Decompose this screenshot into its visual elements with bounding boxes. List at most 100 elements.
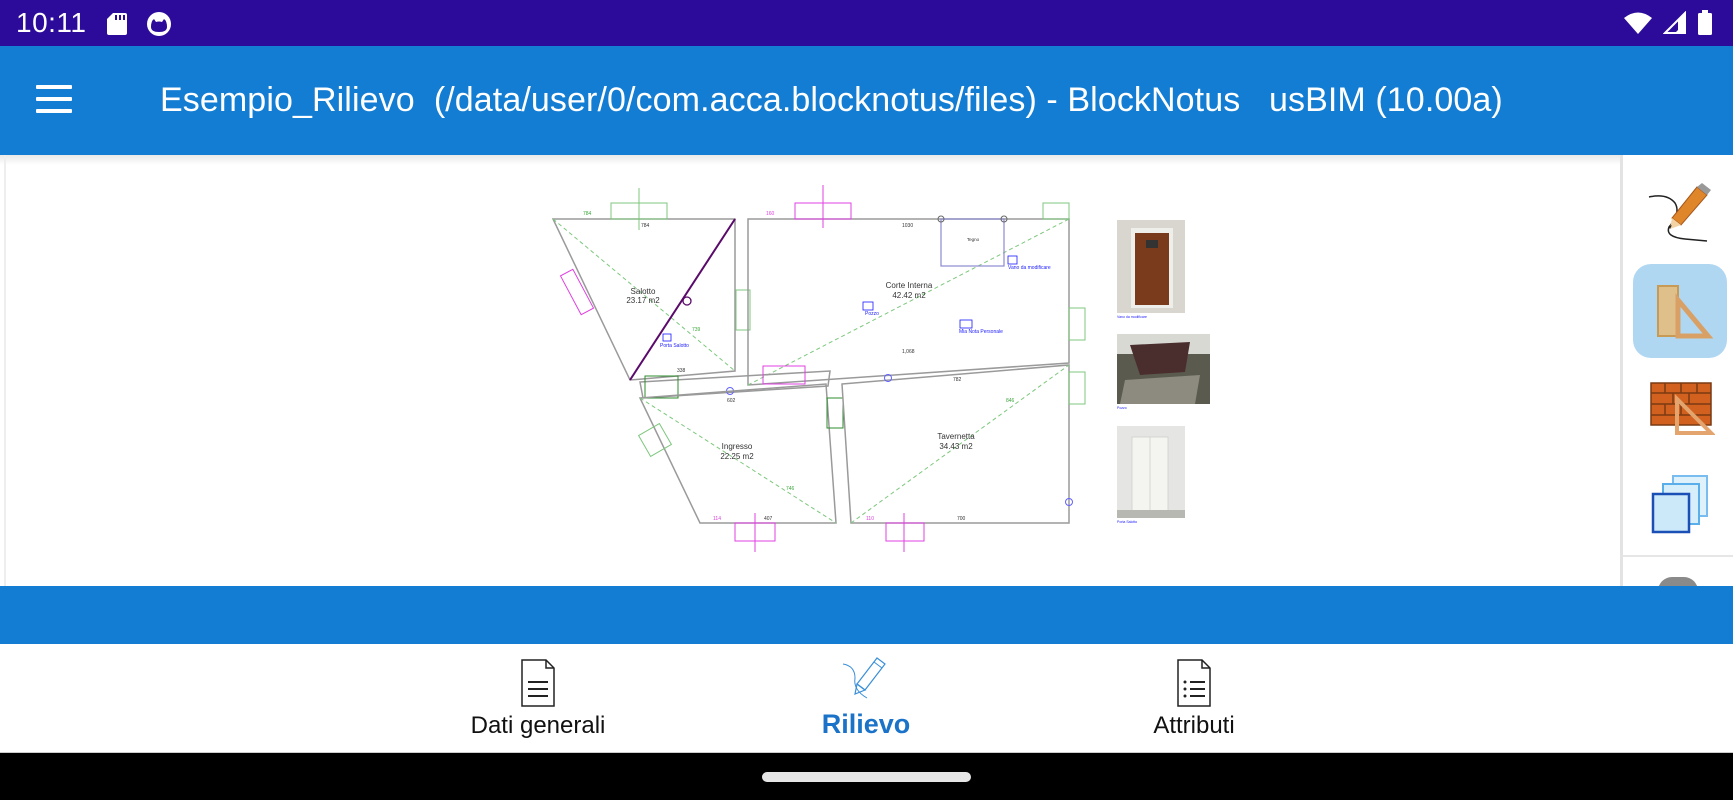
system-nav-bar [0, 753, 1733, 800]
info-band [0, 586, 1733, 644]
room-area-salotto: 23.17 m2 [626, 296, 660, 305]
pencil-sketch-icon [1648, 183, 1711, 242]
ruler-set-square-icon [1657, 285, 1714, 339]
survey-point [884, 374, 892, 382]
salotto-diagonal [552, 218, 736, 372]
photo-pozzo[interactable]: Pozzo [1117, 334, 1210, 410]
tool-freehand-sketch[interactable] [1633, 167, 1727, 261]
window-tavernetta [1068, 371, 1086, 405]
tab-rilievo[interactable]: Rilievo [766, 644, 966, 753]
toolbar-divider [1623, 555, 1733, 557]
tab-dati-generali[interactable]: Dati generali [438, 644, 638, 753]
tool-layers[interactable] [1633, 458, 1727, 552]
hamburger-menu-icon[interactable] [30, 79, 78, 119]
annotation-marker[interactable] [662, 333, 672, 342]
window-corridor [644, 375, 679, 399]
well-base [1120, 375, 1200, 404]
status-bar: 10:11 [0, 0, 1733, 46]
room-area-ingresso: 22.25 m2 [720, 452, 754, 461]
dim-label: 784 [583, 211, 592, 217]
floor-plan[interactable]: Salotto 23.17 m2 784 784 338 739 Porta S… [540, 165, 1240, 585]
photo-vano[interactable]: Vano da modificare [1117, 220, 1185, 319]
battery-icon [1697, 10, 1713, 41]
canvas-top-shadow [0, 155, 1620, 165]
survey-point [1000, 215, 1008, 223]
canvas-left-border [4, 155, 6, 586]
dim-label: 1030 [902, 223, 913, 229]
corte-walls [747, 218, 1070, 386]
annotation-vano[interactable]: Vano da modificare [1008, 265, 1051, 271]
wifi-icon [1623, 11, 1653, 40]
door-salotto [559, 268, 595, 316]
room-ingresso[interactable]: Ingresso 22.25 m2 407 114 746 [637, 383, 844, 552]
pen-sketch-icon [842, 657, 886, 699]
room-area-corte: 42.42 m2 [892, 291, 926, 300]
survey-point [937, 215, 945, 223]
annotation-marker[interactable] [1007, 255, 1018, 265]
dim-label: 114 [713, 516, 721, 522]
dim-label: 700 [957, 516, 966, 522]
floor [1117, 510, 1185, 518]
door-ingresso-tavernetta [826, 397, 844, 429]
brick-wall-set-square-icon [1650, 382, 1715, 435]
status-time: 10:11 [16, 7, 87, 38]
photo-porta-salotto[interactable]: Porta Salotto [1117, 426, 1185, 524]
tab-attributi[interactable]: Attributi [1094, 644, 1294, 753]
app-bar: Esempio_Rilievo (/data/user/0/com.acca.b… [0, 46, 1733, 155]
tab-label: Attributi [1153, 712, 1235, 739]
door-corridor [762, 365, 806, 385]
dim-label: 338 [677, 368, 686, 374]
tool-survey[interactable] [1633, 264, 1727, 358]
right-toolbar [1620, 155, 1733, 591]
sd-card-icon [106, 12, 128, 41]
home-gesture-pill[interactable] [762, 772, 971, 782]
annotation-marker[interactable] [862, 301, 874, 311]
dim-label: 160 [766, 211, 775, 217]
ingresso-diagonal [639, 397, 837, 524]
tavernetta-diagonal [850, 364, 1070, 524]
dim-label: 784 [641, 223, 650, 229]
room-corte-interna[interactable]: Tegno Corte Interna 42.42 m2 1030 1,068 … [747, 185, 1086, 386]
tool-wall-survey[interactable] [1633, 361, 1727, 455]
dim-label: 110 [866, 516, 874, 522]
door-tavernetta [885, 522, 925, 542]
annotation-marker-note[interactable] [959, 319, 973, 329]
dim-label: 746 [786, 486, 795, 492]
drawing-canvas[interactable]: Salotto 23.17 m2 784 784 338 739 Porta S… [0, 155, 1733, 586]
bottom-nav: Dati generali Rilievo Attributi [0, 644, 1733, 753]
photo-caption: Pozzo [1117, 406, 1127, 410]
beam-line [629, 218, 736, 381]
corte-diagonal [747, 218, 1070, 386]
dim-label: 602 [727, 398, 736, 404]
cat-face-icon [146, 11, 172, 42]
annotation-porta-salotto[interactable]: Porta Salotto [660, 343, 689, 349]
photo-caption: Porta Salotto [1117, 520, 1137, 524]
salotto-walls [551, 218, 736, 381]
corridor-walls [639, 370, 831, 399]
door-corte-right [1068, 307, 1086, 341]
document-lines-icon [521, 659, 555, 707]
room-salotto[interactable]: Salotto 23.17 m2 784 784 338 739 Porta S… [551, 188, 751, 381]
room-name-ingresso: Ingresso [722, 442, 753, 451]
window-ingresso [637, 422, 673, 458]
room-name-tavernetta: Tavernetta [937, 432, 975, 441]
room-tavernetta[interactable]: Tavernetta 34.43 m2 782 700 110 846 [841, 364, 1086, 552]
door-salotto-corte [735, 289, 751, 331]
inner-room-label: Tegno [967, 237, 980, 242]
dim-label: 846 [1006, 398, 1015, 404]
layers-icon [1651, 475, 1708, 534]
app-title: Esempio_Rilievo (/data/user/0/com.acca.b… [160, 81, 1503, 119]
room-area-tavernetta: 34.43 m2 [939, 442, 973, 451]
survey-point [1065, 498, 1073, 506]
document-list-icon [1177, 659, 1211, 707]
stone-well [1130, 342, 1190, 375]
dim-label: 739 [692, 327, 701, 333]
dim-label: 782 [953, 377, 962, 383]
beam-marker [682, 296, 692, 306]
inner-room-tegno [940, 218, 1005, 267]
annotation-nota[interactable]: Mia Nota Personale [959, 329, 1003, 335]
dim-label: 1,068 [902, 349, 915, 355]
annotation-pozzo[interactable]: Pozzo [865, 311, 879, 317]
photo-caption: Vano da modificare [1117, 315, 1147, 319]
dim-label: 407 [764, 516, 773, 522]
